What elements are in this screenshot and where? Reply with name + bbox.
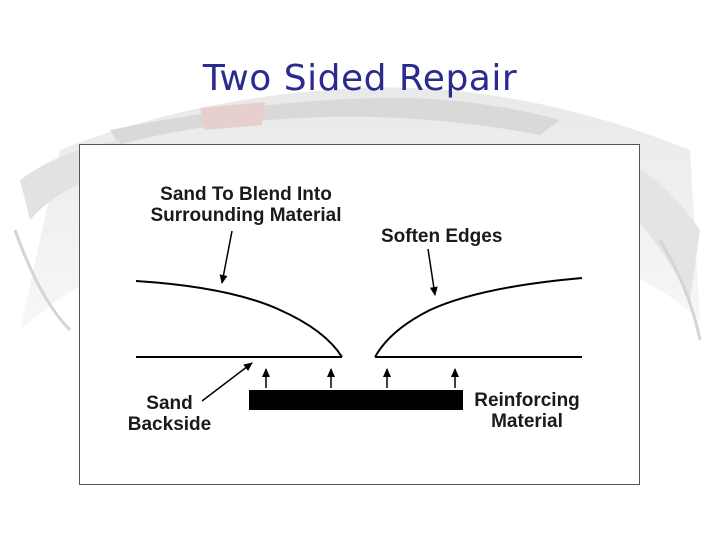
soften-edges-arrow [427, 248, 438, 296]
label-sand-to-blend-line2: Surrounding Material [150, 205, 342, 226]
label-sand-to-blend: Sand To Blend Into Surrounding Material [136, 184, 356, 226]
label-sand-backside-line1: Sand [146, 393, 193, 414]
slide-title: Two Sided Repair [202, 58, 518, 99]
label-sand-backside: Sand Backside [122, 393, 217, 435]
label-reinforcing-material-line2: Material [491, 411, 563, 432]
diagram-panel: Sand To Blend Into Surrounding Material … [79, 144, 640, 485]
label-soften-edges-text: Soften Edges [381, 226, 503, 247]
sand-backside-arrow [201, 362, 253, 402]
label-reinforcing-material: Reinforcing Material [468, 390, 586, 432]
repair-cross-section-diagram [135, 230, 583, 410]
label-sand-backside-line2: Backside [127, 414, 212, 435]
right-panel-top-edge [374, 277, 583, 358]
reinforcing-material-bar [249, 390, 463, 410]
label-sand-to-blend-line1: Sand To Blend Into [160, 184, 332, 205]
label-reinforcing-material-line1: Reinforcing [474, 390, 580, 411]
left-panel-top-edge [135, 280, 343, 358]
sand-to-blend-arrow [219, 230, 233, 284]
label-soften-edges: Soften Edges [381, 226, 502, 247]
